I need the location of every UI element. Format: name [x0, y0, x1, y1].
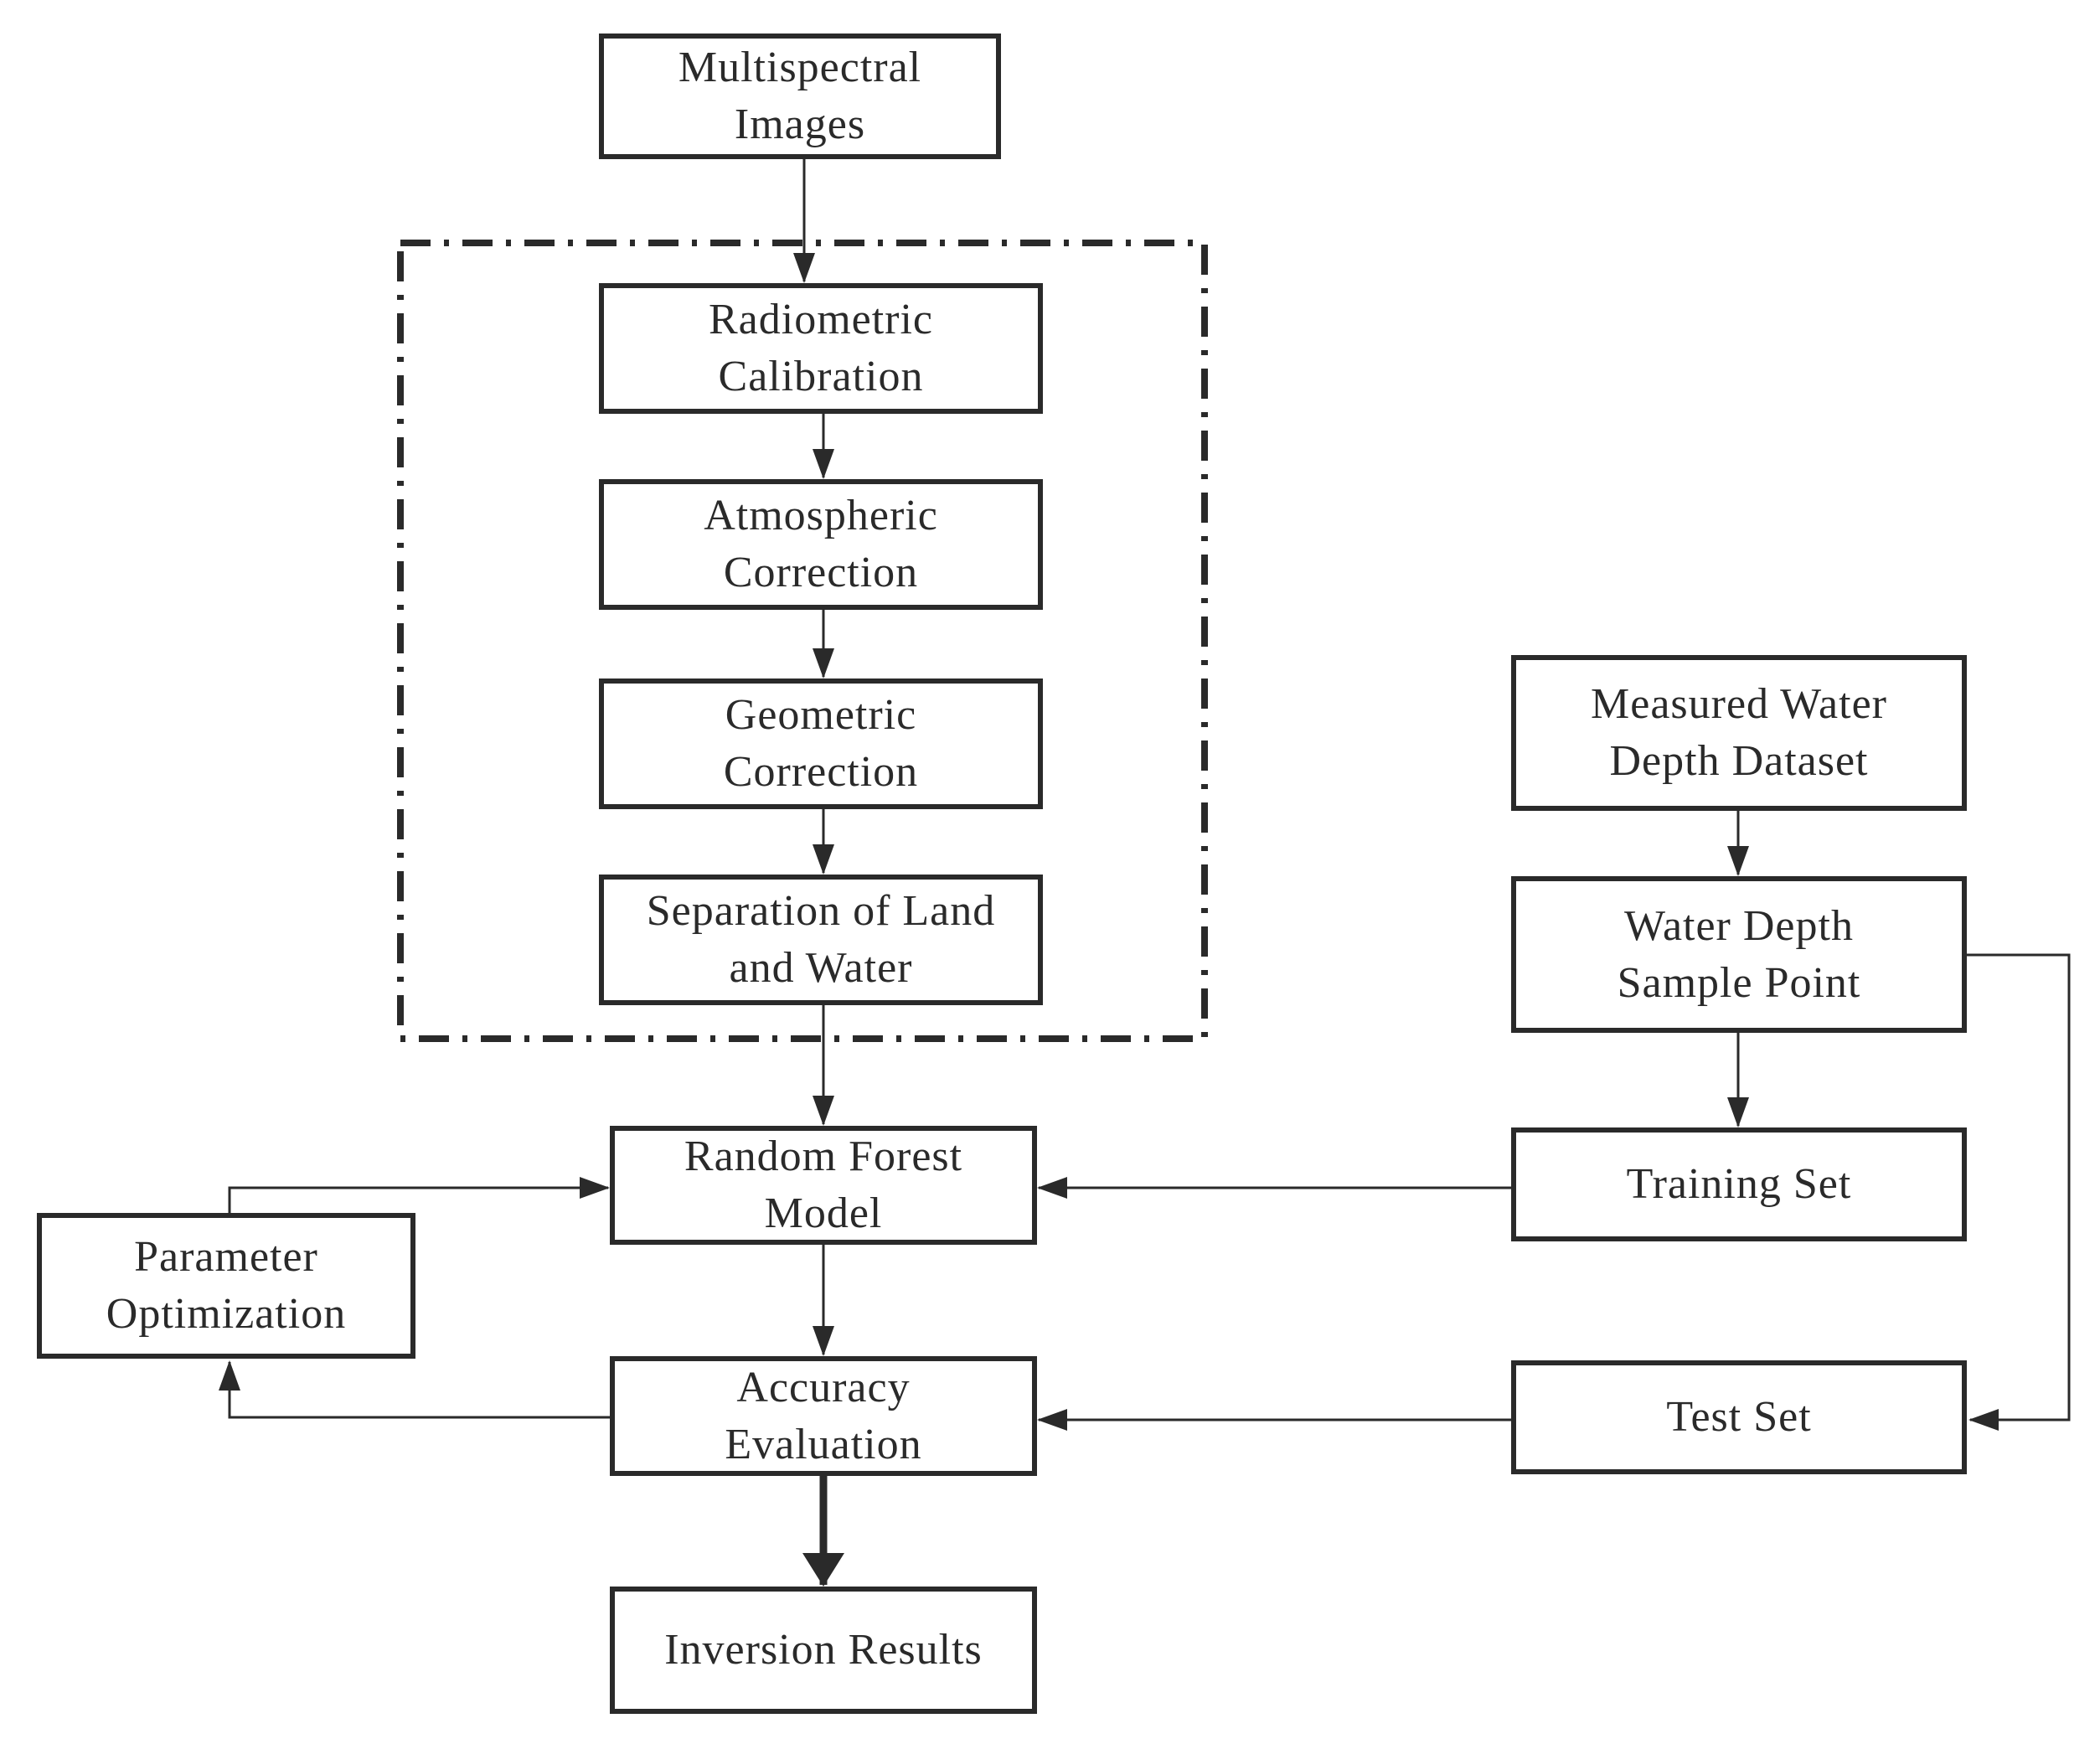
- parameter-optimization-line1: Parameter: [134, 1233, 318, 1281]
- water-depth-sample-point-box: Water Depth Sample Point: [1511, 876, 1967, 1033]
- arrow-sample-point-to-test: [1967, 953, 2071, 1431]
- training-set-box: Training Set: [1511, 1127, 1967, 1241]
- measured-water-depth-dataset-line1: Measured Water: [1591, 680, 1887, 728]
- water-depth-sample-point-line1: Water Depth: [1624, 901, 1854, 950]
- atmospheric-correction-line2: Correction: [723, 549, 919, 596]
- geometric-correction-line1: Geometric: [725, 691, 917, 739]
- random-forest-model-box: Random Forest Model: [610, 1126, 1037, 1245]
- separation-land-water-line1: Separation of Land: [646, 887, 996, 935]
- parameter-optimization-line2: Optimization: [106, 1290, 347, 1338]
- water-depth-sample-point-line2: Sample Point: [1617, 958, 1861, 1007]
- separation-land-water-box: Separation of Land and Water: [599, 875, 1043, 1005]
- accuracy-evaluation-box: Accuracy Evaluation: [610, 1356, 1037, 1476]
- separation-land-water-line2: and Water: [729, 944, 913, 992]
- multispectral-images-line2: Images: [734, 101, 866, 148]
- atmospheric-correction-line1: Atmospheric: [704, 492, 938, 539]
- preprocessing-group-frame: [397, 240, 1208, 1042]
- test-set-box: Test Set: [1511, 1360, 1967, 1474]
- test-set-label: Test Set: [1666, 1393, 1812, 1441]
- radiometric-calibration-line2: Calibration: [718, 353, 924, 400]
- radiometric-calibration-box: Radiometric Calibration: [599, 283, 1043, 414]
- training-set-label: Training Set: [1626, 1160, 1852, 1208]
- inversion-results-label: Inversion Results: [664, 1626, 983, 1674]
- random-forest-model-line2: Model: [764, 1189, 883, 1237]
- multispectral-images-box: Multispectral Images: [599, 34, 1001, 159]
- measured-water-depth-dataset-box: Measured Water Depth Dataset: [1511, 655, 1967, 811]
- arrow-accuracy-to-parameter: [219, 1360, 610, 1419]
- inversion-results-box: Inversion Results: [610, 1587, 1037, 1714]
- multispectral-images-line1: Multispectral: [678, 44, 922, 91]
- geometric-correction-line2: Correction: [723, 748, 919, 796]
- atmospheric-correction-box: Atmospheric Correction: [599, 479, 1043, 610]
- random-forest-model-line1: Random Forest: [684, 1133, 963, 1180]
- accuracy-evaluation-line2: Evaluation: [725, 1420, 922, 1468]
- arrow-parameter-to-random-forest: [228, 1177, 610, 1213]
- geometric-correction-box: Geometric Correction: [599, 679, 1043, 809]
- parameter-optimization-box: Parameter Optimization: [37, 1213, 415, 1359]
- radiometric-calibration-line1: Radiometric: [708, 296, 934, 343]
- accuracy-evaluation-line1: Accuracy: [736, 1363, 911, 1411]
- measured-water-depth-dataset-line2: Depth Dataset: [1609, 737, 1869, 785]
